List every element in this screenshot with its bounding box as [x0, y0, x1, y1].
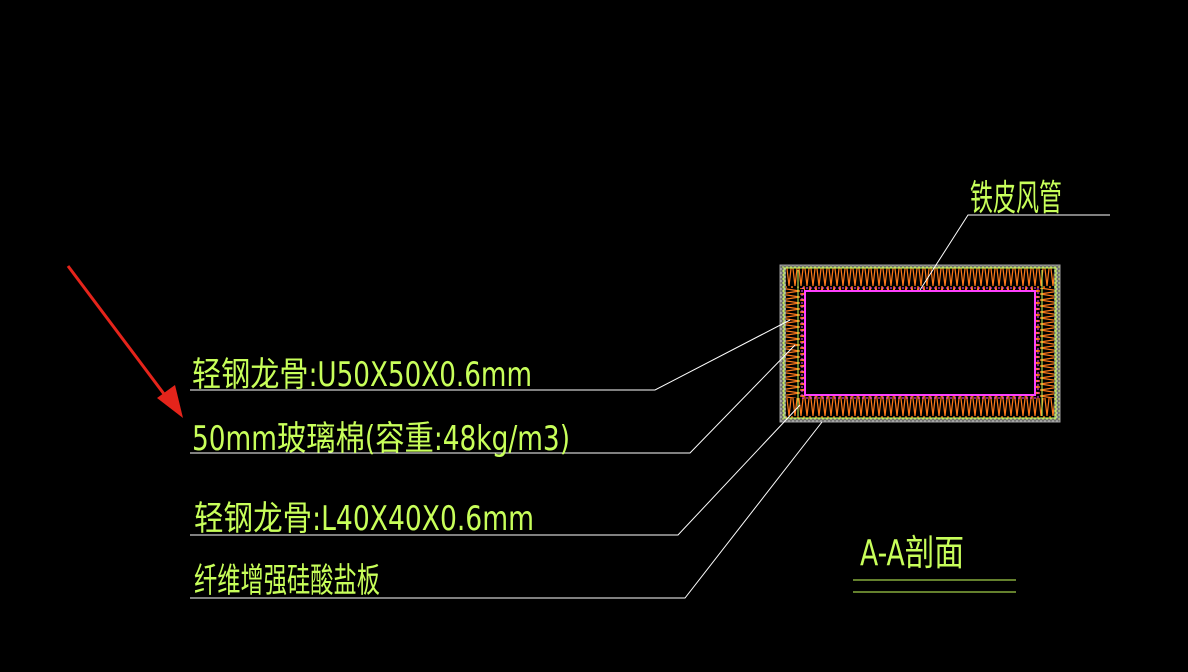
label-board: 纤维增强硅酸盐板: [194, 561, 380, 601]
leader-board: [190, 421, 823, 599]
keel-frame: [783, 267, 1057, 419]
leader-keel-l: [190, 404, 801, 536]
iron-duct: [804, 290, 1036, 396]
leader-keel-u: [190, 319, 791, 391]
leader-lines: [190, 214, 1110, 599]
leader-duct: [919, 214, 1110, 291]
label-keel-l: 轻钢龙骨:L40X40X0.6mm: [194, 499, 534, 539]
label-duct: 铁皮风管: [970, 178, 1062, 219]
duct-section: [779, 264, 1061, 423]
red-arrow-icon: [66, 265, 183, 418]
label-keel-u: 轻钢龙骨:U50X50X0.6mm: [192, 355, 532, 395]
leader-glass-wool: [190, 344, 796, 454]
section-title: A-A剖面: [853, 533, 1016, 593]
label-glass-wool: 50mm玻璃棉(容重:48kg/m3): [192, 419, 570, 459]
section-title-text: A-A剖面: [860, 533, 964, 574]
